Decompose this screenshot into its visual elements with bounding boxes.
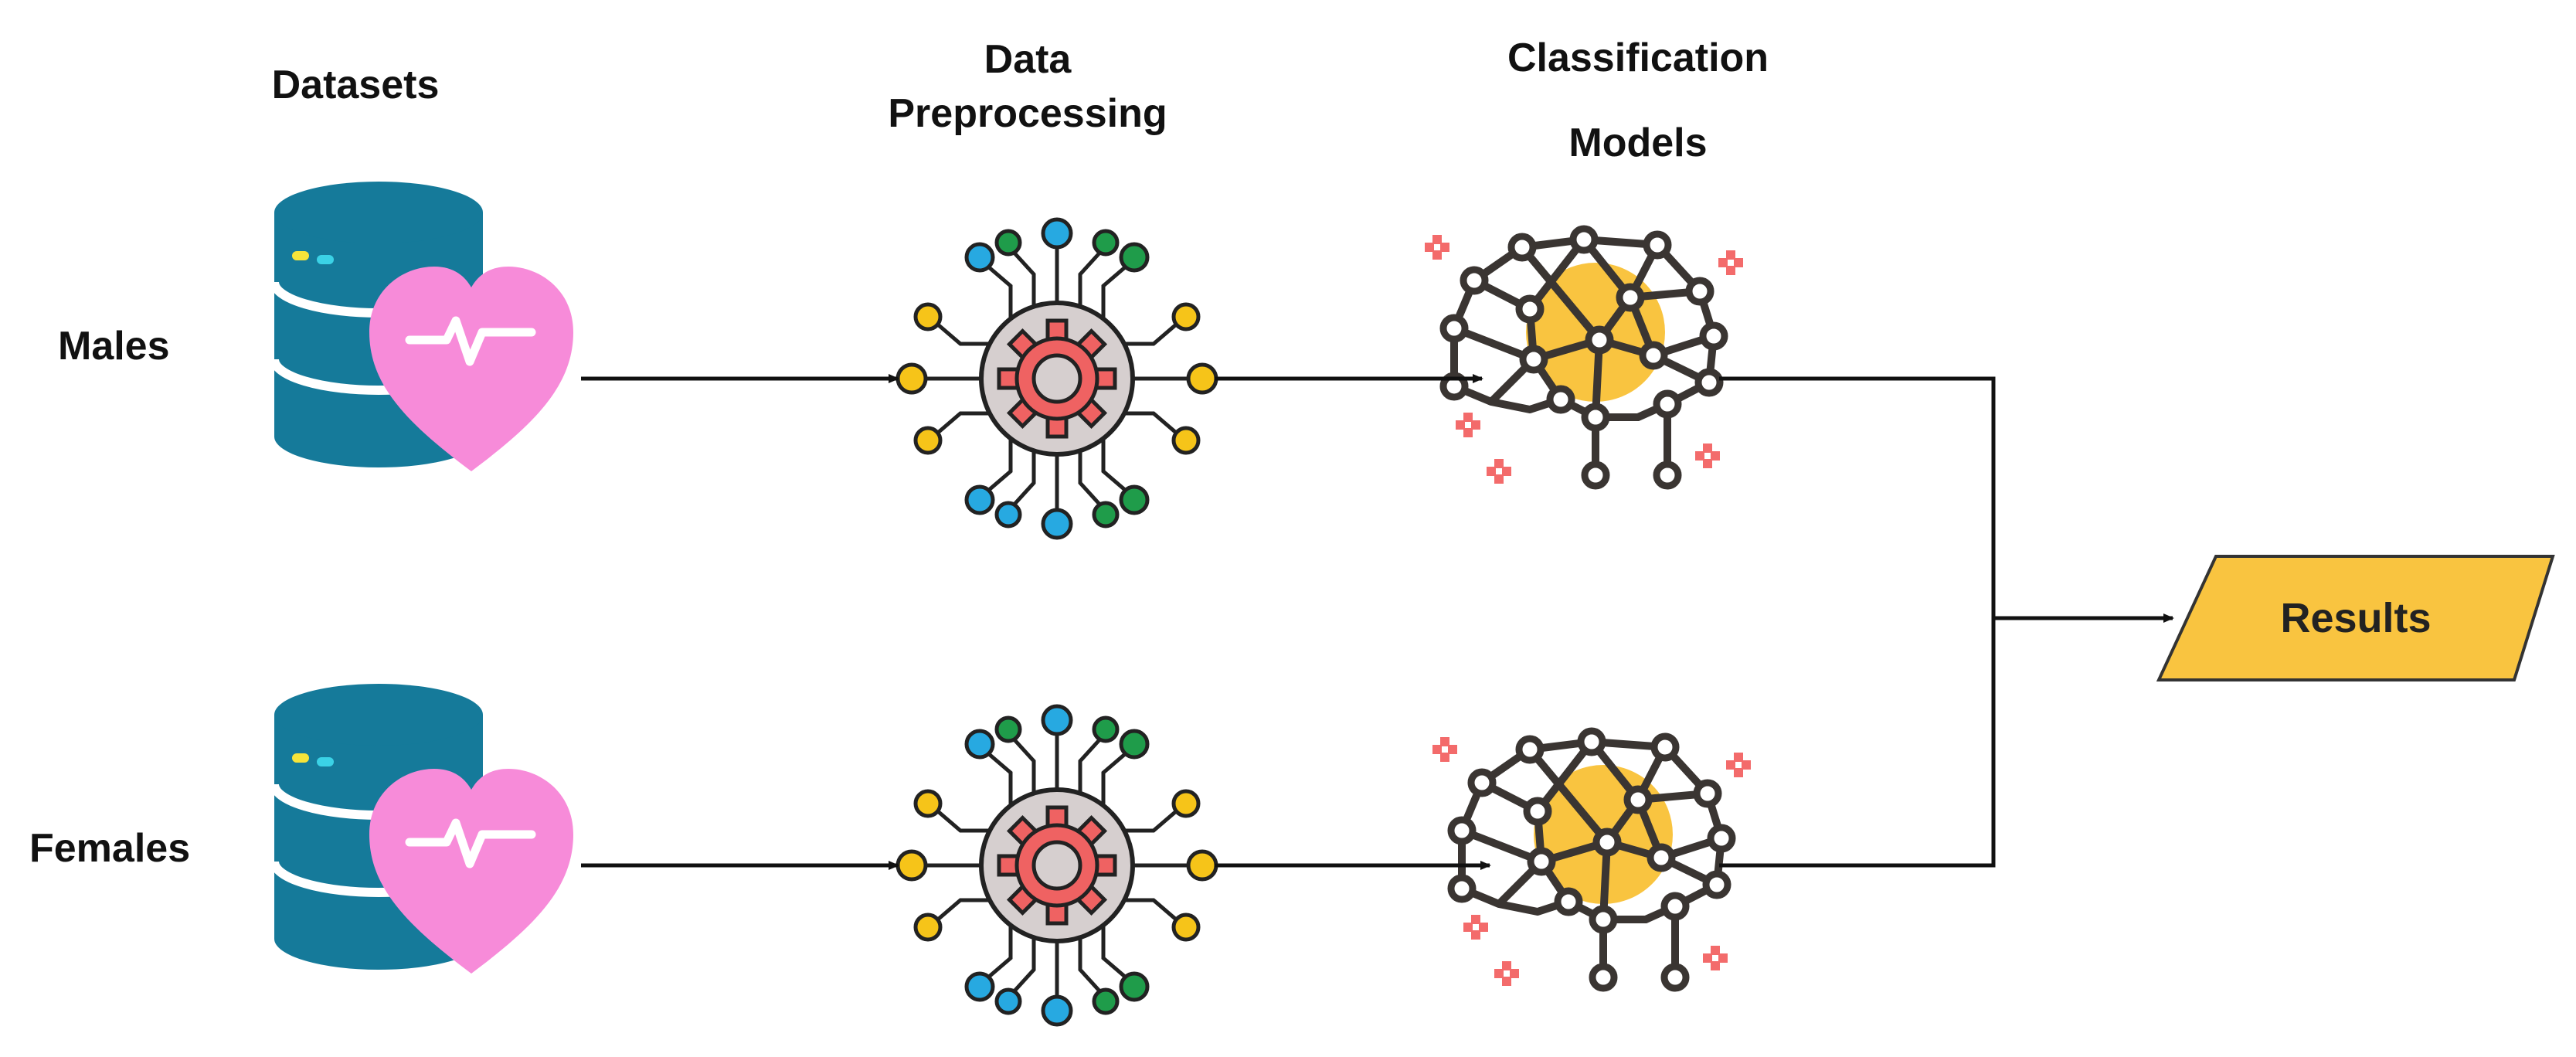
header-preprocessing-line1: Data <box>984 37 1072 82</box>
header-models: Classification Models <box>1422 15 1854 185</box>
connector-model-males-to-results <box>1719 376 1996 618</box>
header-preprocessing: Data Preprocessing <box>834 32 1221 141</box>
header-models-line2: Models <box>1568 121 1708 165</box>
header-preprocessing-line2: Preprocessing <box>888 91 1167 136</box>
results-box <box>2156 555 2555 681</box>
database-heart-icon <box>274 684 573 974</box>
header-datasets: Datasets <box>232 58 479 112</box>
row-label-males: Males <box>58 324 170 369</box>
neural-brain-icon <box>1432 731 1751 988</box>
results-label: Results <box>2280 595 2431 641</box>
gear-circuit-icon <box>898 219 1216 538</box>
gear-circuit-icon <box>898 706 1216 1025</box>
database-heart-icon <box>274 182 573 471</box>
connector-model-females-to-results <box>1719 618 1996 868</box>
header-models-line1: Classification <box>1507 36 1769 80</box>
header-datasets-text: Datasets <box>271 63 440 107</box>
row-label-females: Females <box>29 826 191 871</box>
neural-brain-icon <box>1425 229 1743 486</box>
